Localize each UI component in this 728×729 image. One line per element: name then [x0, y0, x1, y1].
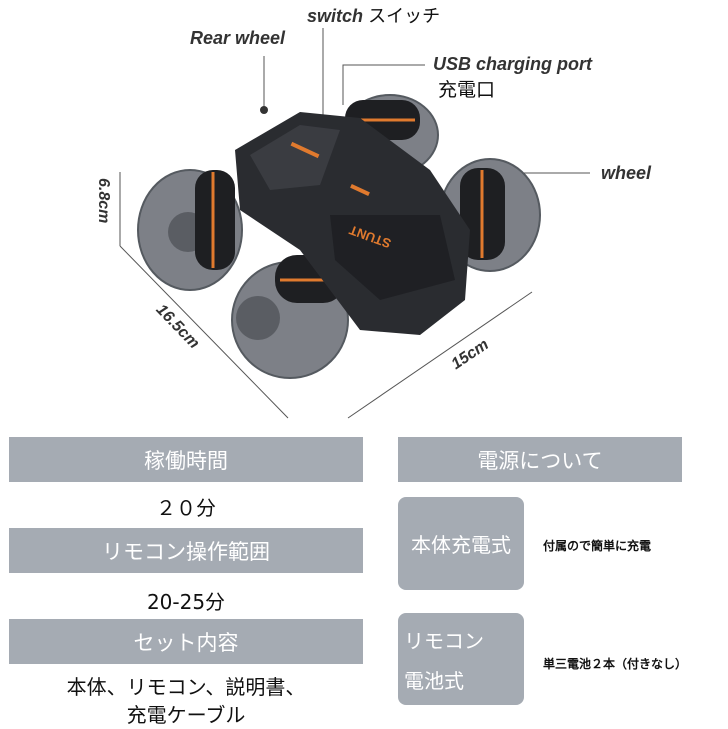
rear-wheel-knob	[260, 106, 268, 114]
body-rechargeable-desc: 付属ので簡単に充電	[543, 539, 652, 553]
operating-time-value: ２０分	[156, 496, 216, 520]
remote-range-value: 20-25分	[146, 590, 226, 614]
switch-label: switch スイッチ	[307, 2, 440, 28]
body-rechargeable-label: 本体充電式	[411, 533, 511, 557]
operating-time-header: 稼働時間	[9, 437, 363, 482]
rear-wheel-label: Rear wheel	[190, 28, 286, 48]
stunt-car-image: STUNT	[119, 28, 590, 419]
remote-battery-label-2: 電池式	[404, 669, 464, 693]
power-header: 電源について	[398, 437, 682, 482]
remote-battery-desc: 単三電池２本（付きなし）	[543, 657, 688, 671]
set-contents-line-1: 本体、リモコン、説明書、	[66, 675, 306, 699]
switch-label-jp: スイッチ	[368, 6, 441, 27]
height-dimension: 6.8cm	[95, 178, 112, 224]
dimension-lines	[119, 28, 590, 419]
wheel-label: wheel	[601, 163, 652, 183]
remote-battery-box: リモコン 電池式	[398, 613, 524, 705]
remote-range-header: リモコン操作範囲	[9, 528, 363, 573]
switch-label-en: switch	[307, 6, 364, 26]
usb-port-label: USB charging port	[433, 54, 593, 74]
set-contents-line-2: 充電ケーブル	[126, 703, 246, 727]
body-rechargeable-box: 本体充電式	[398, 497, 524, 590]
usb-port-label-jp: 充電口	[438, 79, 496, 101]
remote-battery-label-1: リモコン	[404, 629, 484, 653]
set-contents-header: セット内容	[9, 619, 363, 664]
